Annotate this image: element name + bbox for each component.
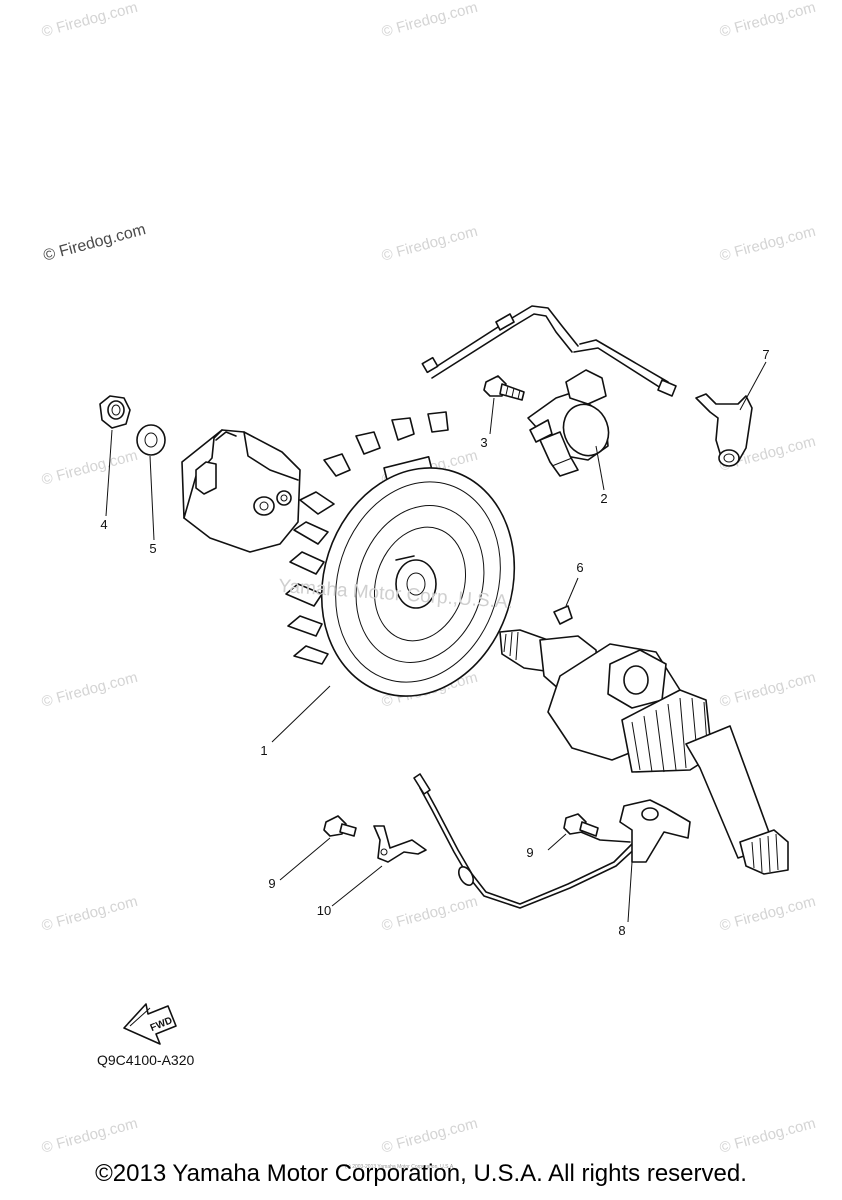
bolt-part-3 bbox=[483, 375, 525, 401]
clamp-part-10 bbox=[373, 825, 427, 863]
callout-4: 4 bbox=[100, 517, 108, 532]
callout-6: 6 bbox=[576, 560, 584, 575]
callout-8: 8 bbox=[618, 923, 626, 938]
bolt-part-9-right bbox=[563, 813, 599, 837]
callout-10: 10 bbox=[316, 903, 332, 918]
spark-plug-wire bbox=[421, 305, 677, 397]
fine-print: (c) 2003-2013 Yamaha Motor Corporation, … bbox=[345, 1164, 455, 1170]
starter-cup bbox=[181, 429, 301, 553]
ignition-coil-part-2 bbox=[527, 369, 610, 477]
crankshaft bbox=[499, 629, 789, 875]
copyright-notice: ©2013 Yamaha Motor Corporation, U.S.A. A… bbox=[95, 1160, 747, 1187]
washer-part-5 bbox=[136, 424, 166, 456]
nut-part-4 bbox=[99, 395, 131, 429]
callout-1: 1 bbox=[260, 743, 268, 758]
diagram-part-code: Q9C4100-A320 bbox=[97, 1052, 195, 1068]
callout-5: 5 bbox=[149, 541, 157, 556]
callout-2: 2 bbox=[600, 491, 608, 506]
callout-9-left: 9 bbox=[268, 876, 276, 891]
key-part-6 bbox=[553, 605, 573, 625]
flywheel-part-1 bbox=[285, 411, 516, 697]
pulser-coil-part-8 bbox=[413, 773, 691, 909]
callout-9-right: 9 bbox=[526, 845, 534, 860]
fwd-arrow-icon bbox=[123, 1003, 177, 1045]
callout-3: 3 bbox=[480, 435, 488, 450]
bolt-part-9-left bbox=[323, 815, 357, 837]
callout-7: 7 bbox=[762, 347, 770, 362]
plug-cap-part-7 bbox=[695, 393, 753, 467]
